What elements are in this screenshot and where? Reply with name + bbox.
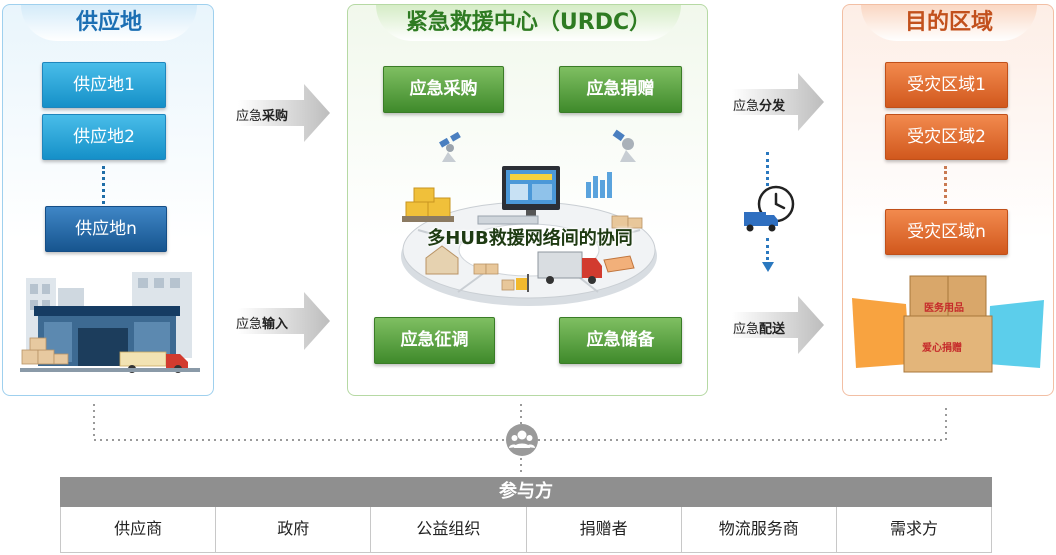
satellite-icon [612, 129, 636, 162]
delivery-dots-top [766, 152, 769, 186]
supply-item-1[interactable]: 供应地1 [42, 62, 166, 108]
hub-network-illustration [401, 166, 657, 306]
supply-ellipsis [102, 166, 105, 204]
supply-item-2[interactable]: 供应地2 [42, 114, 166, 160]
dest-item-n[interactable]: 受灾区域n [885, 209, 1008, 255]
delivery-dots-bottom [766, 238, 769, 260]
participant-demand: 需求方 [889, 519, 938, 538]
label-distribute: 应急分发 [733, 99, 786, 114]
warehouse-illustration [20, 272, 200, 373]
group-icon [506, 424, 538, 456]
arrow-purchase [238, 84, 330, 142]
participant-government: 政府 [216, 507, 372, 552]
label-deliver: 应急配送 [733, 322, 786, 337]
arrow-input [238, 292, 330, 350]
label-input: 应急输入 [236, 317, 289, 332]
hub-network-label: 多HUB救援网络间的协同 [427, 228, 633, 249]
btn-emergency-reserve[interactable]: 应急储备 [559, 317, 682, 364]
supply-title: 供应地 [21, 5, 197, 41]
participants-row: 供应商 政府 公益组织 捐赠者 物流服务商 需求方 [60, 507, 992, 553]
participant-nonprofit: 公益组织 [371, 507, 527, 552]
dest-ellipsis [944, 166, 947, 204]
arrow-down-icon [762, 262, 774, 272]
label-purchase: 应急采购 [236, 109, 289, 124]
box-label-donation: 爱心捐赠 [922, 343, 962, 354]
satellite-icon [439, 131, 461, 162]
dest-item-1[interactable]: 受灾区域1 [885, 62, 1008, 108]
participant-logistics: 物流服务商 [682, 507, 837, 552]
btn-emergency-donate[interactable]: 应急捐赠 [559, 66, 682, 113]
participants-table: 参与方 供应商 政府 公益组织 捐赠者 物流服务商 需求方 [60, 477, 992, 553]
btn-emergency-purchase[interactable]: 应急采购 [383, 66, 504, 113]
box-label-medical: 医务用品 [924, 303, 964, 314]
btn-emergency-requisition[interactable]: 应急征调 [374, 317, 495, 364]
arrow-distribute [732, 73, 824, 131]
donation-box-illustration [852, 275, 1044, 373]
destination-title: 目的区域 [861, 5, 1037, 41]
participant-donor: 捐赠者 [527, 507, 682, 552]
participant-supplier: 供应商 [61, 507, 217, 552]
dest-item-2[interactable]: 受灾区域2 [885, 114, 1008, 160]
supply-item-n[interactable]: 供应地n [45, 206, 167, 252]
participants-title: 参与方 [60, 477, 992, 507]
clock-truck-icon [744, 185, 795, 232]
arrow-deliver [732, 296, 824, 354]
center-title: 紧急救援中心（URDC） [376, 5, 681, 41]
